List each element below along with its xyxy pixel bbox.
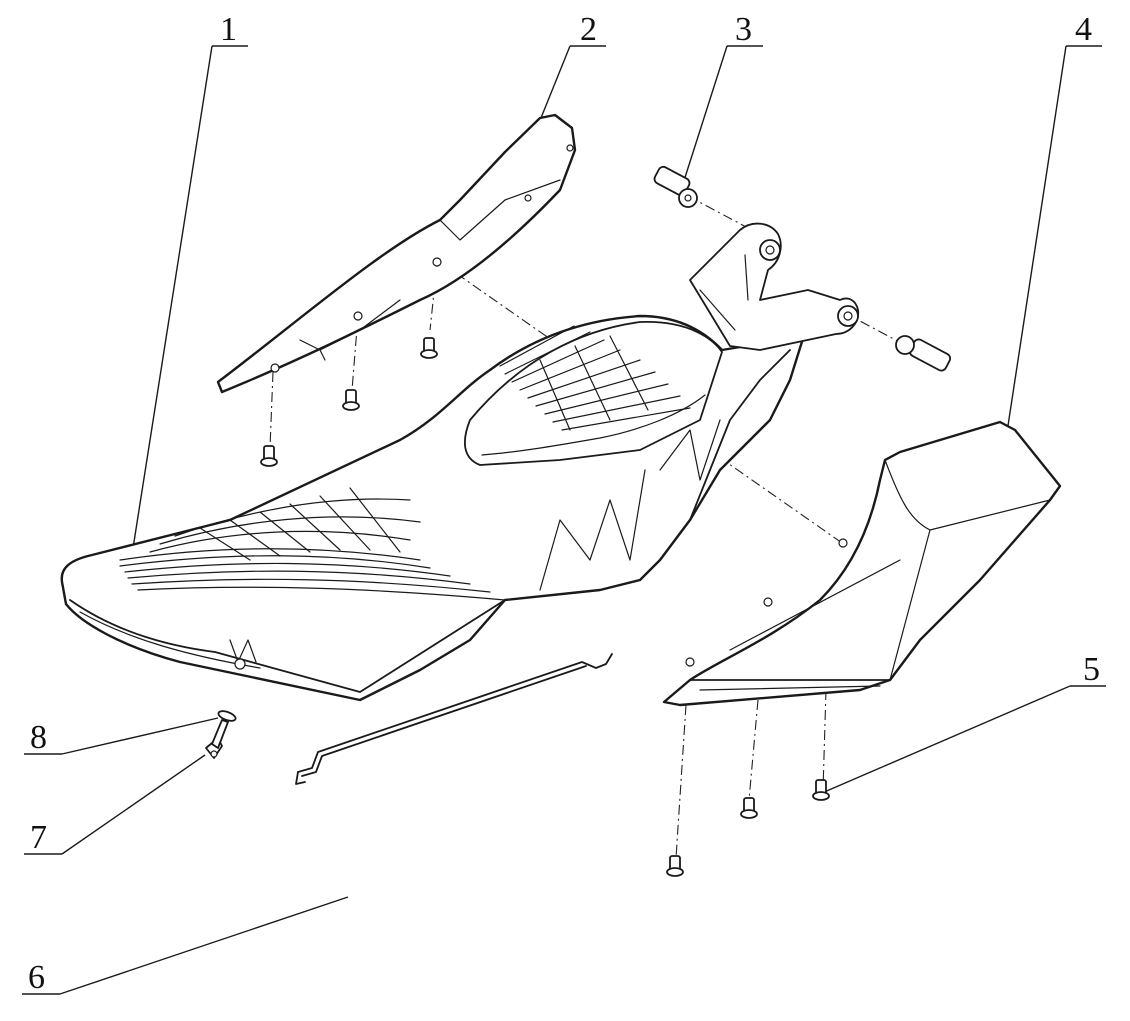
part-6-stay-rod xyxy=(295,653,613,785)
part-4-side-cover xyxy=(662,420,1062,707)
callout-label-7: 7 xyxy=(30,819,47,856)
part-3-hinge-pin-lower xyxy=(895,335,952,372)
callout-7: 7 xyxy=(24,754,206,856)
fastener xyxy=(740,797,758,819)
callout-label-1: 1 xyxy=(220,11,237,48)
callout-label-3: 3 xyxy=(735,11,752,48)
part-3-hinge-pin-upper xyxy=(653,165,698,208)
callout-label-8: 8 xyxy=(30,719,47,756)
seat-hinge-frame xyxy=(689,222,860,351)
callout-label-2: 2 xyxy=(580,11,597,48)
part-5-fastener-group xyxy=(260,337,830,877)
callout-8: 8 xyxy=(24,717,219,756)
callout-4: 4 xyxy=(999,11,1102,479)
callout-6: 6 xyxy=(22,896,349,996)
part-1-seat xyxy=(60,314,807,702)
fastener xyxy=(420,337,438,359)
callout-5: 5 xyxy=(821,651,1106,794)
callout-label-5: 5 xyxy=(1083,651,1100,688)
front-rib-pattern xyxy=(119,487,506,601)
part-8-clip xyxy=(217,710,237,722)
fastener xyxy=(812,779,830,801)
part-2-trim-bracket xyxy=(216,113,577,394)
callout-3: 3 xyxy=(680,11,763,191)
fastener xyxy=(260,445,278,467)
callout-1: 1 xyxy=(127,11,248,581)
callout-label-6: 6 xyxy=(28,959,45,996)
callout-label-4: 4 xyxy=(1075,11,1092,48)
fastener xyxy=(342,389,360,411)
rear-rib-pattern xyxy=(499,325,691,431)
fastener xyxy=(666,855,684,877)
part-7-wing-bolt xyxy=(205,719,229,759)
